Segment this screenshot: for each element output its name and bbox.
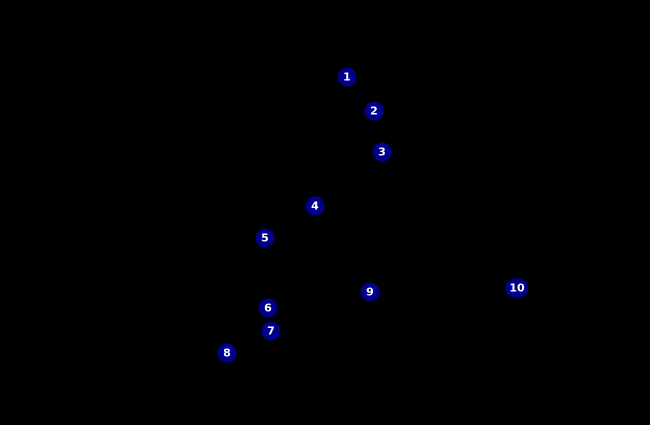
numbered-marker-10[interactable]: 10 xyxy=(505,278,529,298)
numbered-marker-5[interactable]: 5 xyxy=(255,228,275,248)
numbered-marker-2[interactable]: 2 xyxy=(364,101,384,121)
numbered-marker-6[interactable]: 6 xyxy=(258,298,278,318)
numbered-marker-1[interactable]: 1 xyxy=(337,67,357,87)
numbered-marker-7[interactable]: 7 xyxy=(261,321,281,341)
numbered-marker-4[interactable]: 4 xyxy=(305,196,325,216)
numbered-marker-8[interactable]: 8 xyxy=(217,343,237,363)
numbered-marker-9[interactable]: 9 xyxy=(360,282,380,302)
numbered-marker-3[interactable]: 3 xyxy=(372,142,392,162)
